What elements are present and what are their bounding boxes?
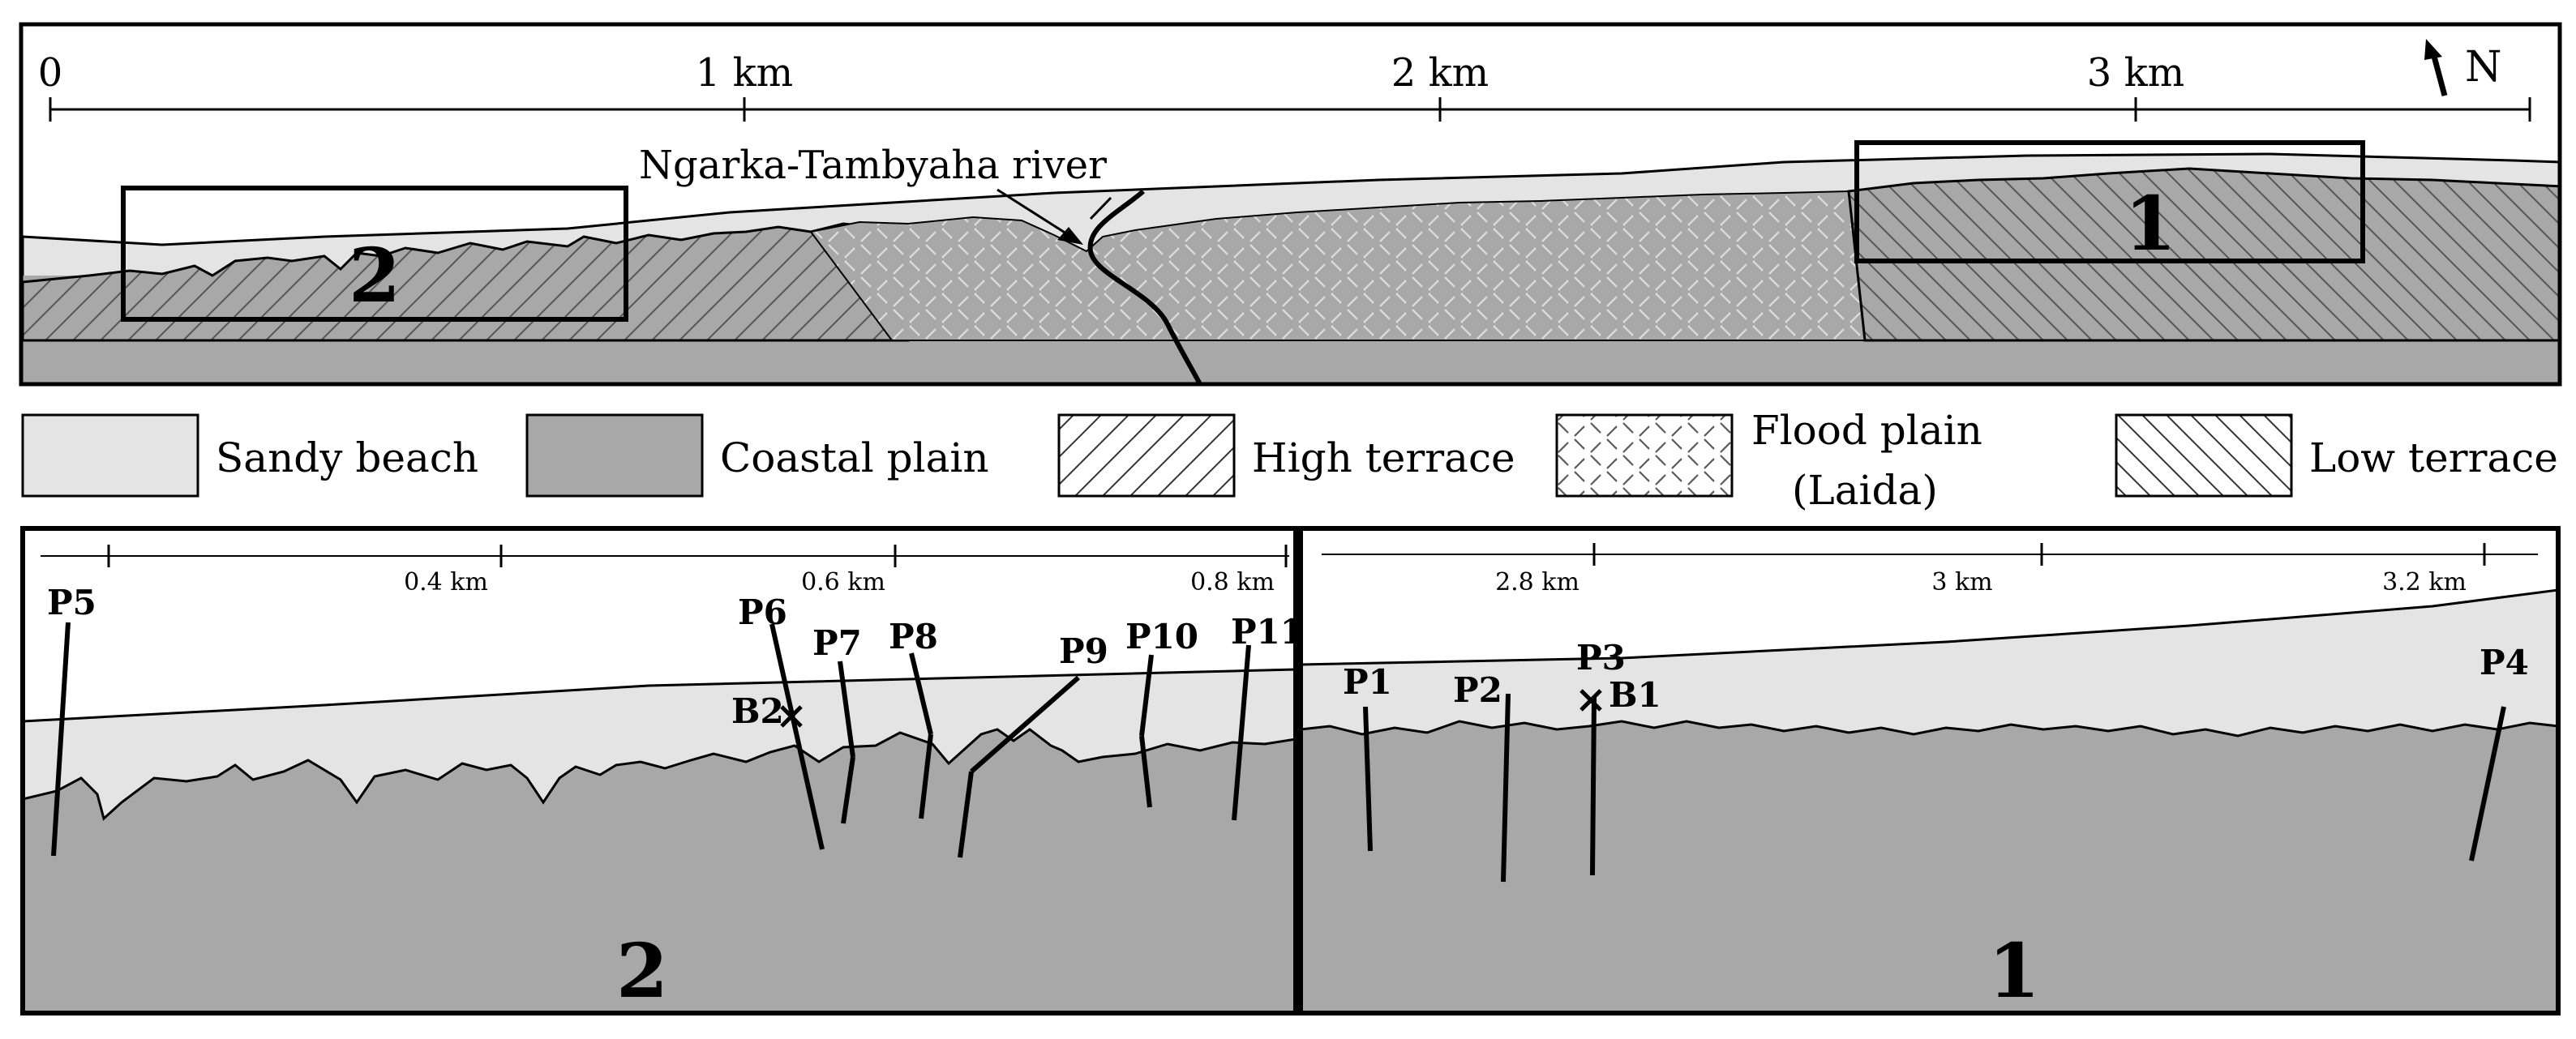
profile-label-p8: P8 bbox=[889, 617, 938, 656]
detail-1-scale-tick-3.2: 3.2 km bbox=[2382, 568, 2467, 596]
detail-1-title: 1 bbox=[1988, 927, 2040, 1015]
legend: Sandy beach Coastal plain High terrace F… bbox=[21, 407, 2558, 514]
overview-map: 0 1 km 2 km 3 km N Ngarka-Tambyaha river… bbox=[19, 22, 2562, 387]
profile-line-p1 bbox=[1363, 706, 1373, 852]
detail-2-scale-bar: 0.4 km 0.6 km 0.8 km bbox=[41, 545, 1289, 596]
scale-tick-3km: 3 km bbox=[2087, 50, 2184, 96]
overview-high-terrace bbox=[23, 222, 910, 342]
profile-label-p1: P1 bbox=[1343, 662, 1392, 702]
overview-box-2 bbox=[121, 186, 628, 322]
detail-2-scale-tick-0.8: 0.8 km bbox=[1190, 568, 1275, 596]
overview-box-2-label: 2 bbox=[349, 232, 401, 319]
profile-label-p4: P4 bbox=[2480, 643, 2529, 682]
profile-line-p7-lower bbox=[841, 756, 855, 824]
profile-line-p3 bbox=[1590, 696, 1597, 876]
river-pointer-line bbox=[997, 188, 1069, 237]
borehole-label-b2: B2 bbox=[731, 691, 784, 731]
legend-item-sandy-beach: Sandy beach bbox=[21, 413, 478, 498]
scale-tick-0: 0 bbox=[38, 50, 63, 96]
river-label: Ngarka-Tambyaha river bbox=[639, 143, 1107, 188]
detail-2-scale-tick-0.4: 0.4 km bbox=[404, 568, 488, 596]
profile-line-p11 bbox=[1232, 644, 1251, 821]
profile-label-p5: P5 bbox=[47, 583, 96, 622]
detail-panel-1: 2.8 km 3 km 3.2 km P1 P2 P3 P4 B1 1 bbox=[1298, 526, 2561, 1015]
profile-label-p9: P9 bbox=[1059, 631, 1108, 671]
overview-river bbox=[1087, 189, 1202, 383]
detail-2-frame bbox=[20, 526, 1298, 1015]
profile-line-p8-upper bbox=[909, 652, 933, 735]
profile-line-p9-lower bbox=[958, 771, 974, 858]
north-arrow-icon bbox=[2424, 39, 2448, 96]
detail-panel-2: 0.4 km 0.6 km 0.8 km P5 P6 P7 P8 P9 P10 … bbox=[20, 526, 1304, 1015]
profile-label-p6: P6 bbox=[738, 592, 787, 632]
legend-item-flood-plain: Flood plain (Laida) bbox=[1555, 407, 1982, 514]
detail-1-coastal-plain bbox=[1301, 720, 2558, 1013]
profile-line-p5 bbox=[51, 622, 71, 857]
overview-map-frame bbox=[19, 22, 2562, 387]
profile-line-p7-upper bbox=[838, 661, 855, 758]
overview-scale-bar: 0 1 km 2 km 3 km bbox=[38, 50, 2531, 122]
legend-label-low-terrace: Low terrace bbox=[2309, 434, 2558, 481]
legend-item-low-terrace: Low terrace bbox=[2115, 413, 2558, 498]
borehole-marker-b1 bbox=[1579, 689, 1602, 712]
legend-item-coastal-plain: Coastal plain bbox=[525, 413, 989, 498]
detail-1-frame bbox=[1298, 526, 2561, 1015]
legend-label-flood-plain-laida: (Laida) bbox=[1792, 467, 1938, 514]
detail-1-scale-tick-3: 3 km bbox=[1931, 568, 1992, 596]
profile-line-p8-lower bbox=[919, 733, 933, 819]
detail-1-scale-tick-2.8: 2.8 km bbox=[1495, 568, 1579, 596]
borehole-marker-b2 bbox=[780, 705, 803, 728]
profile-line-p4 bbox=[2469, 706, 2506, 862]
profile-label-p3: P3 bbox=[1576, 638, 1626, 678]
borehole-label-b1: B1 bbox=[1609, 675, 1661, 715]
legend-label-coastal-plain: Coastal plain bbox=[720, 434, 989, 481]
scale-tick-1km: 1 km bbox=[696, 50, 793, 96]
profile-line-p9-upper bbox=[970, 675, 1080, 774]
river-pointer-arrowhead bbox=[1057, 227, 1083, 245]
detail-2-title: 2 bbox=[616, 927, 668, 1015]
profile-line-p10-lower bbox=[1139, 735, 1152, 808]
profile-line-p2 bbox=[1501, 693, 1511, 883]
overview-box-1-label: 1 bbox=[2124, 180, 2176, 267]
profile-label-p2: P2 bbox=[1453, 670, 1502, 710]
profile-line-p6 bbox=[769, 623, 825, 850]
overview-box-1 bbox=[1854, 140, 2365, 263]
profile-label-p7: P7 bbox=[812, 623, 862, 663]
scale-tick-2km: 2 km bbox=[1391, 50, 1489, 96]
profile-label-p11: P11 bbox=[1231, 612, 1304, 652]
profile-label-p10: P10 bbox=[1125, 617, 1198, 656]
legend-label-high-terrace: High terrace bbox=[1252, 434, 1515, 481]
legend-label-sandy-beach: Sandy beach bbox=[216, 434, 478, 481]
legend-item-high-terrace: High terrace bbox=[1057, 413, 1515, 498]
profile-line-p10-upper bbox=[1139, 654, 1154, 737]
detail-2-coastal-plain bbox=[23, 728, 1296, 1013]
legend-label-flood-plain: Flood plain bbox=[1751, 407, 1982, 454]
overview-river-mouth bbox=[1089, 196, 1112, 220]
overview-low-terrace bbox=[1847, 167, 2558, 342]
detail-1-scale-bar: 2.8 km 3 km 3.2 km bbox=[1322, 543, 2538, 596]
overview-flood-plain bbox=[809, 190, 1867, 341]
north-label: N bbox=[2465, 43, 2502, 92]
detail-2-scale-tick-0.6: 0.6 km bbox=[801, 568, 885, 596]
